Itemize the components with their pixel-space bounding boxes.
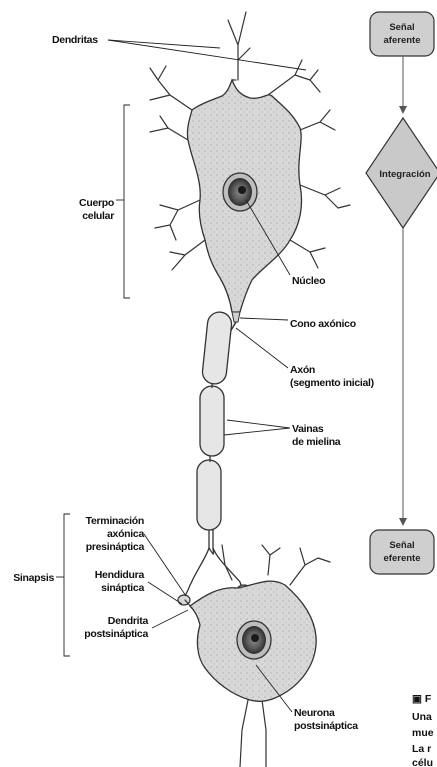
label-terminacion-1: Terminación: [86, 515, 144, 527]
label-cuerpo-celular-2: celular: [82, 210, 114, 222]
label-vainas-2: de mielina: [292, 436, 341, 448]
axon-hillock: [232, 312, 240, 322]
caption-line-2: Una: [412, 711, 432, 723]
label-neurona-post-2: postsináptica: [294, 720, 358, 732]
caption-line-1: ▣ F: [412, 693, 432, 705]
label-sinapsis: Sinapsis: [13, 572, 54, 584]
efferent-box: [370, 530, 434, 574]
integration-label: Integración: [379, 169, 430, 180]
label-nucleo: Núcleo: [292, 275, 325, 287]
label-cuerpo-celular-1: Cuerpo: [79, 197, 114, 209]
caption-line-4: La r: [412, 743, 431, 755]
label-dendritas: Dendritas: [52, 34, 98, 46]
afferent-box: [370, 12, 434, 56]
presynaptic-neuron: [150, 12, 350, 605]
label-cono-axonico: Cono axónico: [290, 318, 356, 330]
label-dendrita-post-2: postsináptica: [84, 628, 148, 640]
label-vainas-1: Vainas: [292, 423, 324, 435]
afferent-label-1: Señal: [389, 22, 414, 33]
postsynaptic-neuron: [185, 545, 330, 767]
label-axon-2: (segmento inicial): [290, 377, 374, 389]
efferent-label-2: eferente: [384, 553, 421, 564]
label-hendidura-2: sináptica: [101, 582, 144, 594]
caption-line-3: mue: [412, 727, 434, 739]
postsynaptic-nucleus: [237, 621, 271, 659]
label-terminacion-3: presináptica: [86, 541, 145, 553]
figure-caption: ▣ F Una mue La r célu: [412, 693, 434, 767]
label-hendidura-1: Hendidura: [95, 569, 145, 581]
afferent-label-2: aferente: [384, 35, 421, 46]
signal-flow: Señal aferente Integración Señal eferent…: [366, 12, 437, 574]
caption-line-5: célu: [412, 757, 433, 767]
efferent-label-1: Señal: [389, 540, 414, 551]
label-neurona-post-1: Neurona: [294, 707, 335, 719]
label-terminacion-2: axónica: [107, 528, 144, 540]
label-axon-1: Axón: [290, 364, 315, 376]
nucleus: [223, 173, 257, 211]
label-dendrita-post-1: Dendrita: [108, 615, 149, 627]
